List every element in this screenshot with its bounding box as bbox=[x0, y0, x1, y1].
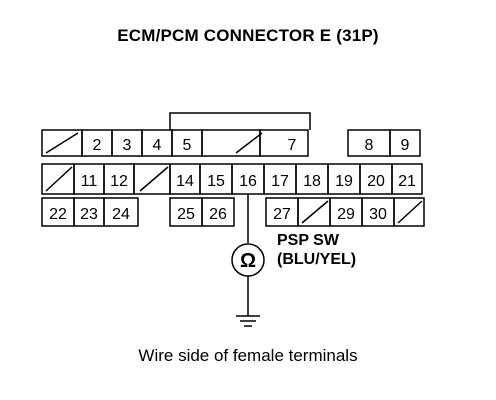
terminal-2: 2 bbox=[93, 137, 102, 154]
terminal-3: 3 bbox=[123, 137, 132, 154]
terminal-24: 24 bbox=[112, 206, 130, 223]
terminal-8: 8 bbox=[365, 137, 374, 154]
terminal-12: 12 bbox=[110, 173, 128, 190]
terminal-4: 4 bbox=[153, 137, 162, 154]
terminal-cell-24 bbox=[103, 197, 139, 227]
terminal-19: 19 bbox=[335, 173, 353, 190]
empty-terminal-slash bbox=[139, 166, 169, 192]
ground-icon bbox=[236, 315, 260, 327]
terminal-25: 25 bbox=[177, 206, 195, 223]
terminal-26: 26 bbox=[209, 206, 227, 223]
terminal-16: 16 bbox=[239, 173, 257, 190]
terminal-27: 27 bbox=[273, 206, 291, 223]
terminal-20: 20 bbox=[367, 173, 385, 190]
terminal-7: 7 bbox=[288, 137, 297, 154]
terminal-22: 22 bbox=[49, 206, 67, 223]
ohm-icon: Ω bbox=[240, 250, 256, 272]
terminal-9: 9 bbox=[401, 137, 410, 154]
terminal-cell-6 bbox=[201, 129, 261, 157]
terminal-5: 5 bbox=[183, 137, 192, 154]
diagram-caption: Wire side of female terminals bbox=[138, 346, 358, 365]
terminal-21: 21 bbox=[398, 173, 416, 190]
terminal-cell-21 bbox=[391, 163, 423, 195]
terminal-30: 30 bbox=[369, 206, 387, 223]
component-wire-color: (BLU/YEL) bbox=[277, 251, 357, 268]
terminal-cell-9 bbox=[389, 129, 421, 157]
terminal-cell-26 bbox=[201, 197, 235, 227]
empty-terminal-slash bbox=[301, 200, 329, 224]
empty-terminal-slash bbox=[45, 166, 73, 192]
connector-latch bbox=[169, 112, 311, 130]
terminal-29: 29 bbox=[337, 206, 355, 223]
terminal-cell-7 bbox=[259, 129, 309, 157]
terminal-15: 15 bbox=[207, 173, 225, 190]
connector-row-2: 11 12 14 15 16 17 18 19 20 21 bbox=[41, 163, 423, 195]
terminal-17: 17 bbox=[271, 173, 289, 190]
terminal-14: 14 bbox=[176, 173, 194, 190]
terminal-23: 23 bbox=[80, 206, 98, 223]
diagram-title: ECM/PCM CONNECTOR E (31P) bbox=[117, 26, 379, 45]
terminal-18: 18 bbox=[303, 173, 321, 190]
empty-terminal-slash bbox=[235, 132, 263, 154]
terminal-11: 11 bbox=[81, 173, 98, 190]
empty-terminal-slash bbox=[397, 200, 423, 224]
connector-row-1: 2 3 4 5 7 8 9 bbox=[41, 129, 421, 157]
terminal-cell-13 bbox=[133, 163, 171, 195]
empty-terminal-slash bbox=[45, 132, 79, 154]
terminal-cell-31 bbox=[393, 197, 425, 227]
component-name: PSP SW bbox=[277, 232, 339, 249]
connector-row-3: 22 23 24 25 26 27 29 30 bbox=[41, 197, 425, 227]
